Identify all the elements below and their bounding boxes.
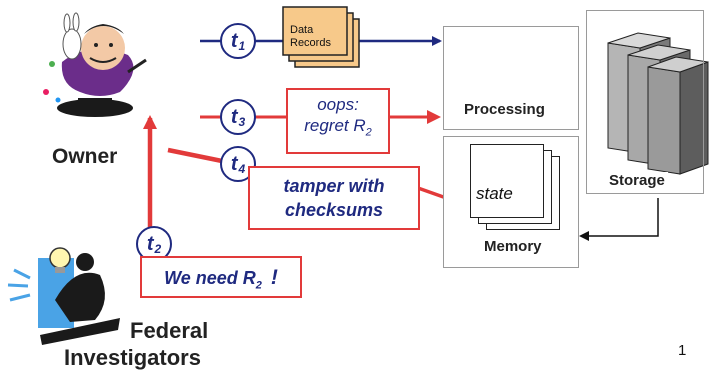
need-exclamation: !	[270, 266, 278, 289]
need-text: We need R	[164, 268, 256, 288]
processing-panel	[443, 26, 579, 130]
oops-note: oops: regret R2	[286, 88, 390, 154]
state-label: state	[476, 184, 513, 203]
data-records-label: Data Records	[290, 24, 331, 49]
oops-line1: oops:	[317, 95, 359, 114]
tamper-line2: checksums	[284, 200, 384, 220]
investigators-label-line1: Federal	[130, 318, 209, 343]
oops-subscript: 2	[365, 126, 372, 139]
storage-label: Storage	[606, 172, 668, 189]
need-subscript: 2	[255, 279, 262, 292]
oops-line2: regret R	[304, 116, 366, 135]
need-note: We need R2 !	[140, 256, 302, 298]
t4-line	[167, 147, 223, 164]
data-records-stack	[282, 6, 360, 68]
server-stack-icon	[607, 32, 709, 175]
page-number: 1	[678, 342, 687, 359]
memory-page-front	[470, 144, 544, 218]
memory-label: Memory	[484, 238, 542, 255]
magician-clipart	[43, 12, 147, 117]
investigator-clipart	[7, 247, 120, 345]
tamper-line1: tamper with	[283, 176, 385, 196]
storage-memory-arrow	[579, 198, 659, 241]
investigators-label-line2: Investigators	[64, 345, 201, 370]
tamper-note: tamper with checksums	[248, 166, 420, 230]
owner-label: Owner	[52, 145, 118, 168]
storage-panel	[586, 10, 704, 194]
processing-label: Processing	[464, 101, 545, 118]
